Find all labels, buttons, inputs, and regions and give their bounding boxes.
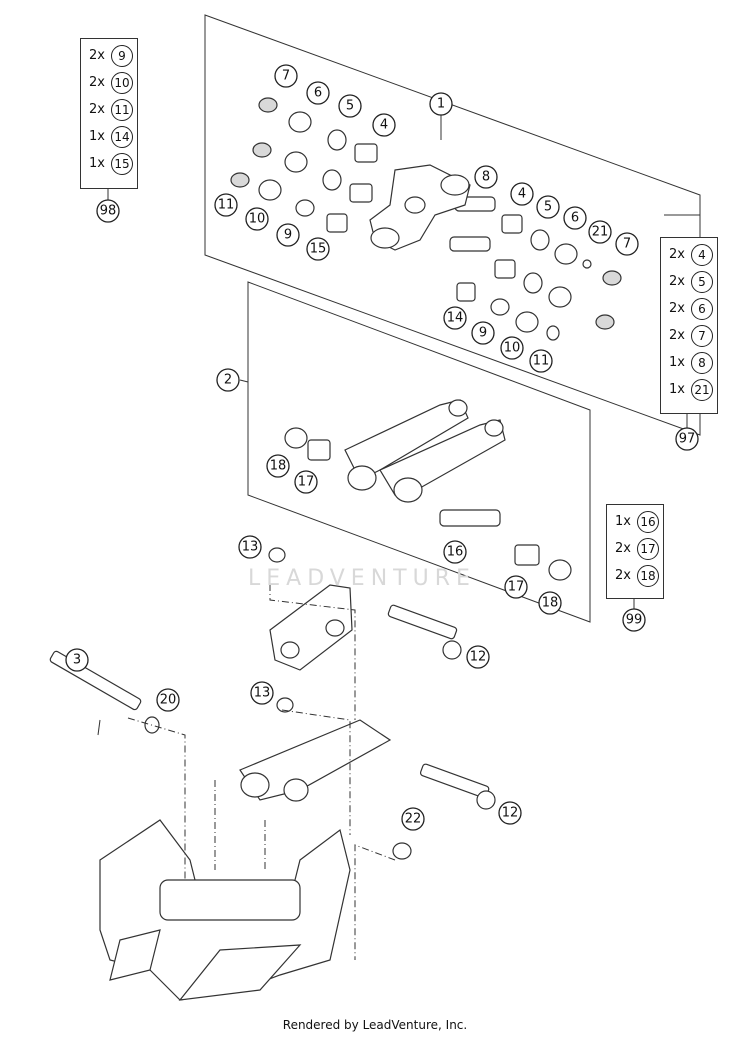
frame-section xyxy=(99,819,351,1001)
svg-text:5: 5 xyxy=(544,200,552,215)
callout-4a: 4 xyxy=(372,113,396,137)
svg-text:11: 11 xyxy=(533,354,550,369)
callout-6a: 6 xyxy=(306,81,330,105)
panel-kit-1 xyxy=(204,14,701,436)
svg-text:11: 11 xyxy=(218,198,235,213)
svg-text:4: 4 xyxy=(380,118,388,133)
svg-text:21: 21 xyxy=(592,225,609,240)
callout-13b: 13 xyxy=(250,681,274,705)
callout-18b: 18 xyxy=(538,591,562,615)
watermark: LEADVENTURE xyxy=(248,566,476,591)
callout-16: 16 xyxy=(443,540,467,564)
callout-9b: 9 xyxy=(471,321,495,345)
callout-17b: 17 xyxy=(504,575,528,599)
callout-5b: 5 xyxy=(536,195,560,219)
callout-14: 14 xyxy=(443,306,467,330)
callout-1: 1 xyxy=(429,92,453,116)
callout-5a: 5 xyxy=(338,94,362,118)
svg-text:18: 18 xyxy=(270,459,287,474)
svg-text:8: 8 xyxy=(482,170,490,185)
svg-text:3: 3 xyxy=(73,653,81,668)
callout-11a: 11 xyxy=(214,193,238,217)
svg-text:10: 10 xyxy=(249,212,266,227)
svg-text:22: 22 xyxy=(405,812,422,827)
callout-18a: 18 xyxy=(266,454,290,478)
callout-8: 8 xyxy=(474,165,498,189)
callout-13a: 13 xyxy=(238,535,262,559)
kit-98-number: 98 xyxy=(96,199,120,223)
panel-kit-2 xyxy=(247,281,591,623)
callout-15: 15 xyxy=(306,237,330,261)
callout-3: 3 xyxy=(65,648,89,672)
svg-text:20: 20 xyxy=(160,693,177,708)
callout-11b: 11 xyxy=(529,349,553,373)
bearing-parts-group xyxy=(230,97,622,341)
svg-text:6: 6 xyxy=(571,211,579,226)
assembly-lines xyxy=(127,570,396,960)
svg-text:4: 4 xyxy=(518,187,526,202)
svg-text:7: 7 xyxy=(282,69,290,84)
callout-7a: 7 xyxy=(274,64,298,88)
svg-text:16: 16 xyxy=(447,545,464,560)
svg-text:15: 15 xyxy=(310,242,327,257)
svg-text:14: 14 xyxy=(447,311,464,326)
kit-99-number: 99 xyxy=(622,608,646,632)
footer-credit: Rendered by LeadVenture, Inc. xyxy=(282,1018,468,1032)
callout-12a: 12 xyxy=(466,645,490,669)
svg-text:9: 9 xyxy=(479,326,487,341)
svg-text:17: 17 xyxy=(298,475,315,490)
rocker-lever xyxy=(369,164,471,251)
callout-2: 2 xyxy=(216,368,240,392)
svg-text:13: 13 xyxy=(254,686,271,701)
callout-10a: 10 xyxy=(245,207,269,231)
svg-text:6: 6 xyxy=(314,86,322,101)
svg-text:5: 5 xyxy=(346,99,354,114)
callout-17a: 17 xyxy=(294,470,318,494)
kit-97-number: 97 xyxy=(675,427,699,451)
svg-text:1: 1 xyxy=(437,97,445,112)
callout-4b: 4 xyxy=(510,182,534,206)
svg-text:18: 18 xyxy=(542,596,559,611)
callout-6b: 6 xyxy=(563,206,587,230)
svg-text:17: 17 xyxy=(508,580,525,595)
callout-12b: 12 xyxy=(498,801,522,825)
svg-text:2: 2 xyxy=(224,373,232,388)
svg-text:9: 9 xyxy=(284,228,292,243)
linkage-rod xyxy=(284,399,572,581)
svg-text:7: 7 xyxy=(623,237,631,252)
svg-text:99: 99 xyxy=(626,613,643,628)
svg-text:13: 13 xyxy=(242,540,259,555)
assembled-linkage xyxy=(49,547,496,860)
svg-text:12: 12 xyxy=(502,806,519,821)
svg-text:98: 98 xyxy=(100,204,117,219)
callout-22: 22 xyxy=(401,807,425,831)
callout-10b: 10 xyxy=(500,336,524,360)
svg-text:97: 97 xyxy=(679,432,696,447)
svg-text:10: 10 xyxy=(504,341,521,356)
svg-text:12: 12 xyxy=(470,650,487,665)
callout-20: 20 xyxy=(156,688,180,712)
callout-7b: 7 xyxy=(615,232,639,256)
callout-9a: 9 xyxy=(276,223,300,247)
callout-21: 21 xyxy=(588,220,612,244)
